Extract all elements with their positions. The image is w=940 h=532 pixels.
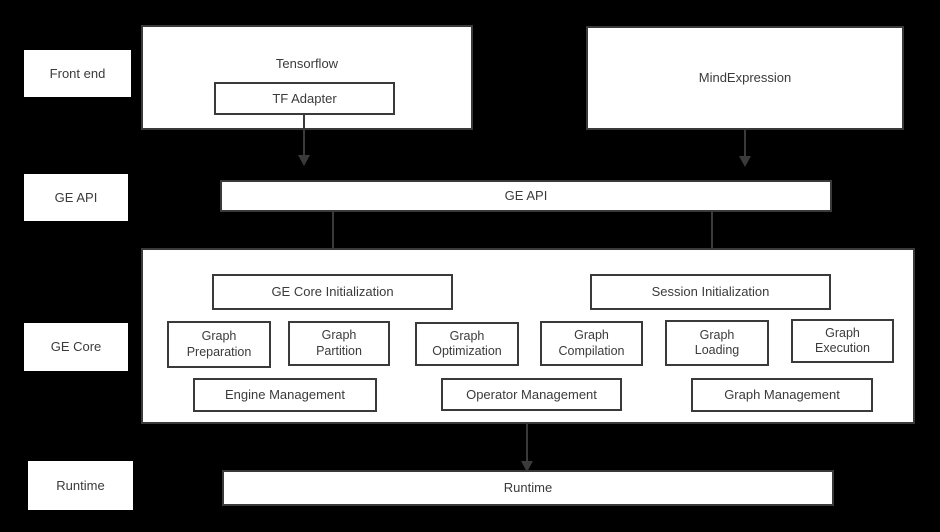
module-graph-partition[interactable]: Graph Partition: [288, 321, 390, 366]
connector-ge-core-to-runtime: [526, 424, 528, 464]
runtime-bar[interactable]: Runtime: [222, 470, 834, 506]
management-graph[interactable]: Graph Management: [691, 378, 873, 412]
ge-api-bar[interactable]: GE API: [220, 180, 832, 212]
arrowhead-ge-core-to-runtime: [521, 461, 533, 472]
module-graph-preparation[interactable]: Graph Preparation: [167, 321, 271, 368]
mindexpression-box[interactable]: MindExpression: [586, 26, 904, 130]
connector-ge-api-to-ge-core-init: [332, 212, 334, 254]
management-engine[interactable]: Engine Management: [193, 378, 377, 412]
tensorflow-label: Tensorflow: [275, 56, 339, 71]
session-initialization-box[interactable]: Session Initialization: [590, 274, 831, 310]
layer-label-runtime: Runtime: [28, 461, 133, 510]
layer-label-ge-api: GE API: [24, 174, 128, 221]
ge-core-initialization-box[interactable]: GE Core Initialization: [212, 274, 453, 310]
module-graph-loading[interactable]: Graph Loading: [665, 320, 769, 366]
ge-core-container[interactable]: GE Core Initialization Session Initializ…: [141, 248, 915, 424]
tensorflow-container[interactable]: Tensorflow TF Adapter: [141, 25, 473, 130]
module-graph-optimization[interactable]: Graph Optimization: [415, 322, 519, 366]
layer-label-ge-core: GE Core: [24, 323, 128, 371]
layer-label-front-end: Front end: [24, 50, 131, 97]
module-graph-compilation[interactable]: Graph Compilation: [540, 321, 643, 366]
connector-tf-adapter-to-ge-api: [303, 113, 305, 157]
module-graph-execution[interactable]: Graph Execution: [791, 319, 894, 363]
arrowhead-tf-adapter-to-ge-api: [298, 155, 310, 166]
connector-ge-api-to-session-init: [711, 212, 713, 254]
arrowhead-mindexpression-to-ge-api: [739, 156, 751, 167]
tf-adapter-box[interactable]: TF Adapter: [214, 82, 395, 115]
management-operator[interactable]: Operator Management: [441, 378, 622, 411]
connector-mindexpression-to-ge-api: [744, 130, 746, 158]
